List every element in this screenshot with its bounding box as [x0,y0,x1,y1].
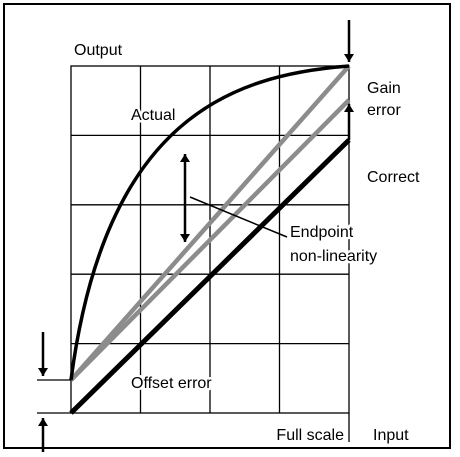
correct-label: Correct [367,169,420,186]
input-label: Input [373,427,409,444]
offset-error-label: Offset error [131,375,212,392]
endpoint-label-2: non-linearity [290,248,377,265]
full-scale-label: Full scale [276,427,344,444]
actual-curve [69,64,350,381]
arrows [38,20,354,452]
offset-error-line [69,98,351,382]
actual-label: Actual [131,107,175,124]
gain-error-line [69,64,351,382]
endpoint-leader [189,196,288,238]
endpoint-label-1: Endpoint [290,224,354,241]
output-label: Output [74,42,123,59]
gain-error-label-2: error [367,102,401,119]
gain-error-label-1: Gain [367,80,401,97]
labels: Output Actual Gain error Correct Endpoin… [72,40,423,447]
correct-line [69,138,351,415]
